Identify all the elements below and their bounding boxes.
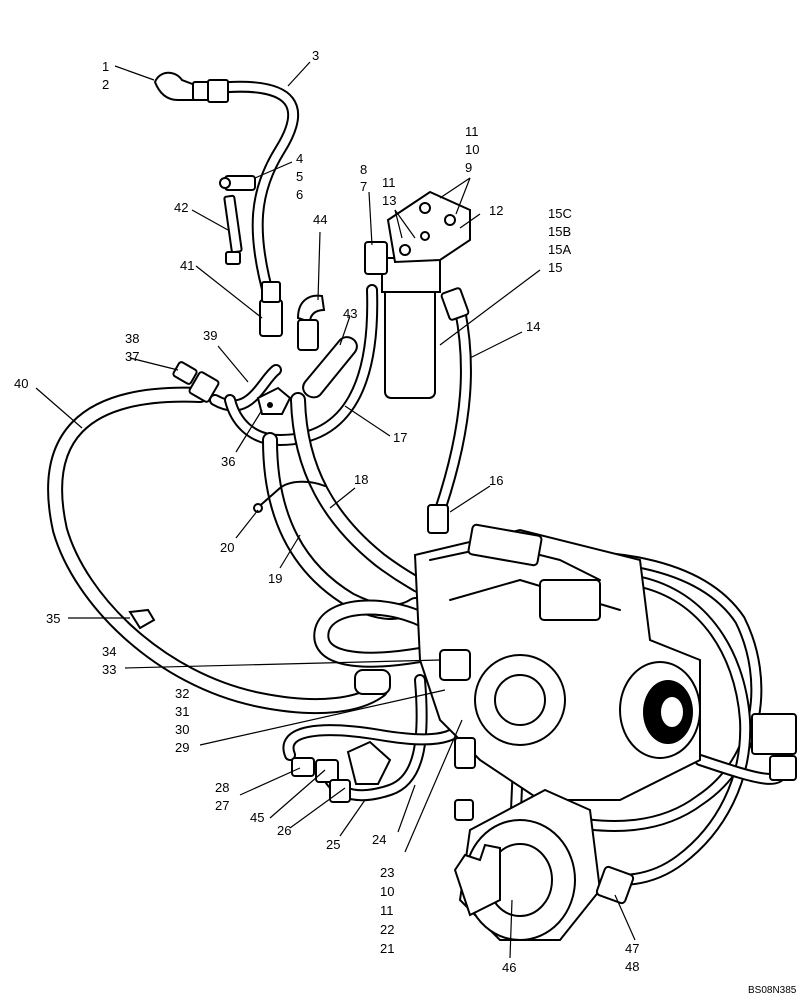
bolt-42	[223, 194, 243, 265]
callout-46: 46	[502, 960, 516, 975]
callout-43: 43	[343, 306, 357, 321]
callout-11-mid: 11	[382, 175, 396, 190]
elbow-fitting-44	[296, 294, 326, 351]
callout-48: 48	[625, 959, 639, 974]
callout-47: 47	[625, 941, 639, 956]
hose-14	[432, 304, 472, 531]
callout-1: 1	[102, 59, 109, 74]
callout-44: 44	[313, 212, 327, 227]
callout-15b: 15B	[548, 224, 571, 239]
leader-lines	[35, 61, 636, 959]
callout-5: 5	[296, 169, 303, 184]
hose-18	[290, 392, 426, 593]
elbow-fitting-1	[153, 71, 229, 103]
callout-25: 25	[326, 837, 340, 852]
callout-2: 2	[102, 77, 109, 92]
callout-4: 4	[296, 151, 303, 166]
filter-assembly	[364, 190, 471, 399]
callout-30: 30	[175, 722, 189, 737]
hose-assembly-3	[209, 80, 300, 306]
callout-13: 13	[382, 193, 396, 208]
hose-39	[209, 364, 282, 412]
callout-40: 40	[14, 376, 28, 391]
motor-hub-right	[619, 661, 701, 759]
callout-labels: 1 2 3 4 5 6 7 8 11 10 9 11 13 12 15C 15B…	[14, 48, 639, 975]
figure-reference-code: BS08N385	[748, 985, 797, 996]
callout-7: 7	[360, 179, 367, 194]
drive-sprocket	[453, 788, 602, 941]
callout-9: 9	[465, 160, 472, 175]
callout-31: 31	[175, 704, 189, 719]
callout-11-top: 11	[465, 124, 479, 139]
callout-36: 36	[221, 454, 235, 469]
callout-18: 18	[354, 472, 368, 487]
callout-12: 12	[489, 203, 503, 218]
callout-8: 8	[360, 162, 367, 177]
callout-16: 16	[489, 473, 503, 488]
tube-43	[302, 336, 358, 399]
callout-45: 45	[250, 810, 264, 825]
callout-28: 28	[215, 780, 229, 795]
callout-39: 39	[203, 328, 217, 343]
callout-15: 15	[548, 260, 562, 275]
callout-11-bottom: 11	[380, 903, 394, 918]
callout-22: 22	[380, 922, 394, 937]
callout-10-top: 10	[465, 142, 479, 157]
clamp-35	[128, 608, 156, 630]
callout-19: 19	[268, 571, 282, 586]
callout-26: 26	[277, 823, 291, 838]
callout-37: 37	[125, 349, 139, 364]
callout-41: 41	[180, 258, 194, 273]
callout-20: 20	[220, 540, 234, 555]
callout-17: 17	[393, 430, 407, 445]
callout-23: 23	[380, 865, 394, 880]
fitting-37	[172, 361, 220, 403]
hose-40	[47, 386, 388, 715]
callout-35: 35	[46, 611, 60, 626]
fitting-41	[259, 281, 283, 337]
callout-42: 42	[174, 200, 188, 215]
callout-29: 29	[175, 740, 189, 755]
motor-valve-47	[595, 865, 635, 905]
coupler-16	[427, 504, 449, 534]
callout-15c: 15C	[548, 206, 572, 221]
callout-6: 6	[296, 187, 303, 202]
callout-32: 32	[175, 686, 189, 701]
callout-24: 24	[372, 832, 386, 847]
callout-10-bottom: 10	[380, 884, 394, 899]
clip-20	[253, 480, 326, 513]
callout-3: 3	[312, 48, 319, 63]
callout-38: 38	[125, 331, 139, 346]
callout-27: 27	[215, 798, 229, 813]
clamp-4	[219, 175, 256, 191]
callout-33: 33	[102, 662, 116, 677]
callout-15a: 15A	[548, 242, 571, 257]
callout-21: 21	[380, 941, 394, 956]
valve-block-right	[751, 713, 797, 781]
callout-34: 34	[102, 644, 116, 659]
callout-14: 14	[526, 319, 540, 334]
